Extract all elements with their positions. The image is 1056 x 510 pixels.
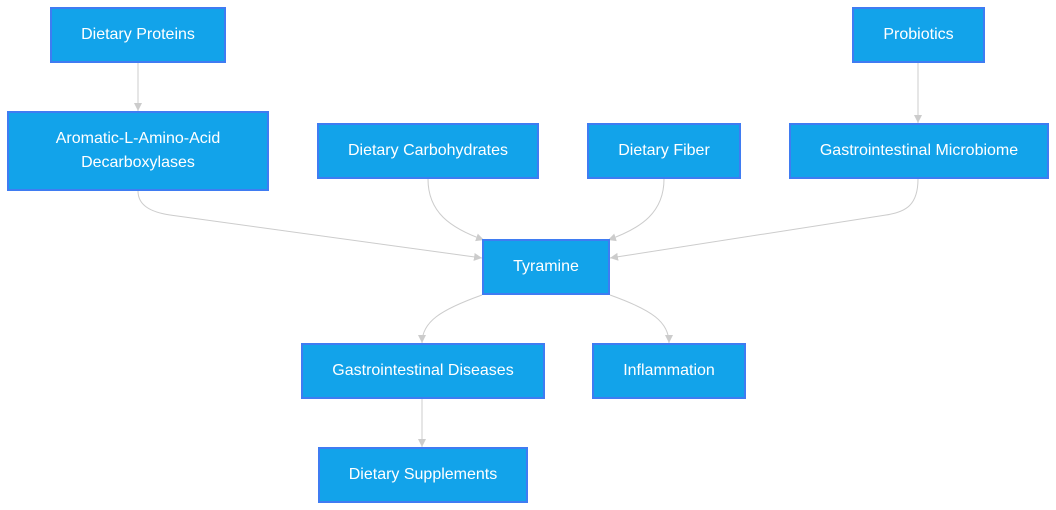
node-label: Dietary Proteins	[81, 26, 195, 43]
node-label: Gastrointestinal Microbiome	[819, 142, 1019, 159]
node-gastrointestinal-diseases: Gastrointestinal Diseases	[301, 343, 545, 399]
edge-gi-microbiome-to-tyramine	[609, 178, 919, 261]
node-label: Dietary Carbohydrates	[347, 142, 509, 159]
edge-tyramine-to-gi-diseases	[418, 294, 483, 344]
node-label-line-2: Decarboxylases	[81, 154, 195, 171]
edge-tyramine-to-inflammation	[609, 294, 673, 344]
node-label: Dietary Supplements	[348, 466, 498, 483]
node-label: Tyramine	[513, 258, 579, 275]
node-label: Inflammation	[623, 362, 715, 379]
node-label-line-1: Aromatic-L-Amino-Acid	[55, 130, 221, 147]
edge-aadc-to-tyramine	[137, 190, 483, 261]
node-tyramine: Tyramine	[482, 239, 610, 295]
node-dietary-carbohydrates: Dietary Carbohydrates	[317, 123, 539, 179]
node-probiotics: Probiotics	[852, 7, 985, 63]
node-dietary-proteins: Dietary Proteins	[50, 7, 226, 63]
edge-fiber-to-tyramine	[607, 178, 665, 242]
node-label: Dietary Fiber	[618, 142, 710, 159]
node-gastrointestinal-microbiome: Gastrointestinal Microbiome	[789, 123, 1049, 179]
node-label: Gastrointestinal Diseases	[332, 362, 514, 379]
node-inflammation: Inflammation	[592, 343, 746, 399]
edge-carbohydrates-to-tyramine	[427, 178, 485, 242]
node-dietary-fiber: Dietary Fiber	[587, 123, 741, 179]
node-dietary-supplements: Dietary Supplements	[318, 447, 528, 503]
node-aromatic-l-amino-acid-decarboxylases: Aromatic-L-Amino-Acid Decarboxylases	[7, 111, 269, 191]
node-label: Probiotics	[883, 26, 954, 43]
